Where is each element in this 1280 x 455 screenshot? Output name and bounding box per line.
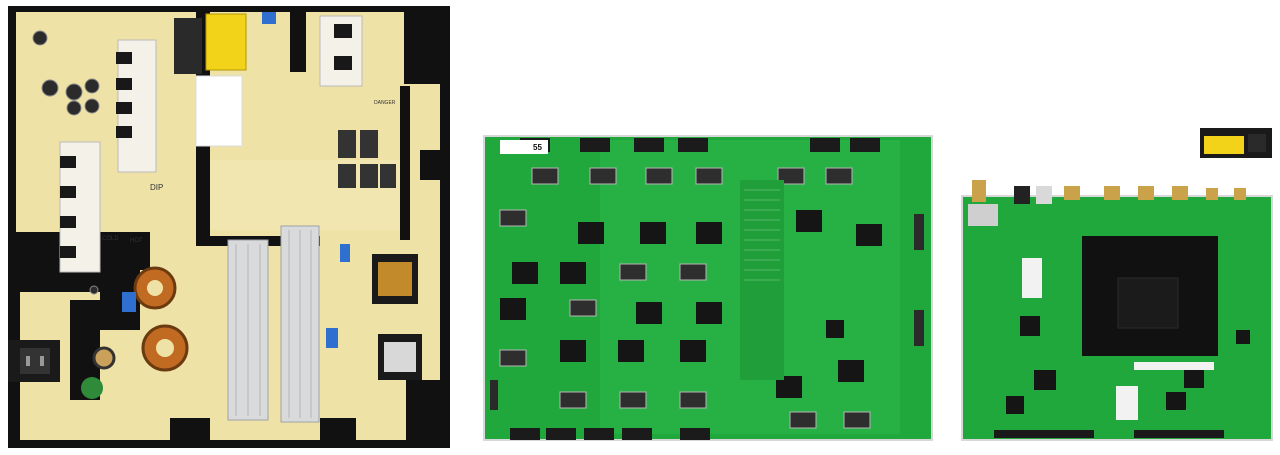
wifi-module [1200,128,1272,158]
power-supply-board: DIP COLD HOT DANGER [8,6,450,448]
hot-label: HOT [130,238,143,244]
cold-label: COLD [102,236,119,242]
main-board [961,180,1273,441]
dip-label: DIP [150,183,163,192]
led-driver-board: 55 [483,135,933,441]
board-number-label: 55 [533,143,542,152]
danger-label: DANGER [374,100,396,106]
